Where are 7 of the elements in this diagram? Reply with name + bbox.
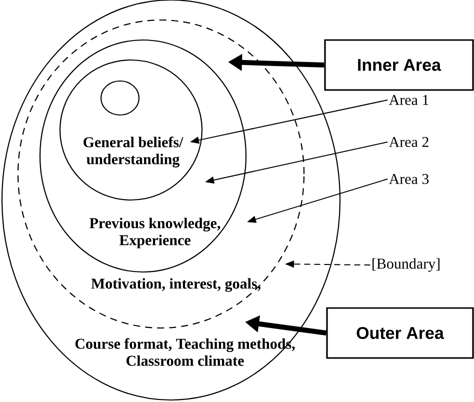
boundary-label: [Boundary]: [372, 258, 440, 272]
area-label: Area 2: [388, 136, 428, 148]
label-box: Outer Area: [326, 307, 474, 359]
label-box: Inner Area: [324, 39, 474, 91]
small-circle: [100, 80, 140, 116]
area-label: Area 1: [388, 94, 428, 106]
area-label: Area 3: [388, 174, 429, 184]
